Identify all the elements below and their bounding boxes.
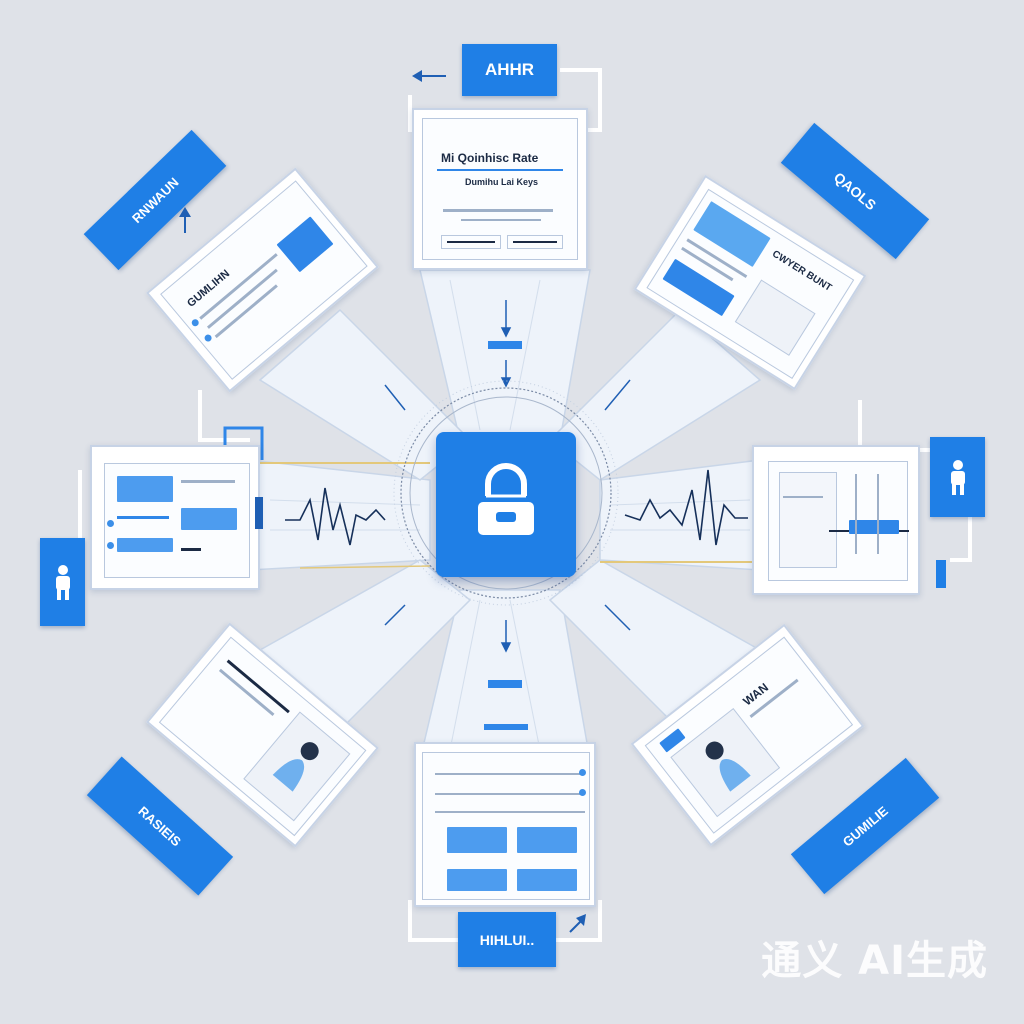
connector-band-east (599, 459, 761, 571)
arrow-icon (569, 914, 586, 933)
east-person-tag[interactable] (930, 437, 985, 517)
west-document-card[interactable] (90, 445, 260, 590)
bottom-right-label-text: GUMILIE (839, 802, 891, 850)
top-document-subtitle: Dumihu Lai Keys (465, 177, 539, 187)
top-document-title: Mi Qoinhisc Rate (441, 151, 539, 165)
east-indicator (936, 560, 946, 588)
top-label-tag[interactable]: AHHR (462, 44, 557, 96)
west-document-panel (104, 463, 250, 578)
top-right-label-text: QAOLS (830, 168, 880, 214)
arrow-icon (412, 70, 446, 82)
top-label-text: AHHR (484, 60, 535, 79)
connector-band-ne (548, 308, 762, 481)
bottom-right-document-panel: WAN (644, 636, 854, 834)
bottom-label-text: HIHLUI.. (479, 931, 535, 948)
west-indicator (255, 497, 263, 529)
person-icon (55, 565, 70, 600)
top-document-card[interactable]: Mi Qoinhisc Rate Dumihu Lai Keys (412, 108, 588, 270)
east-document-card[interactable] (752, 445, 920, 595)
connector-band-west (249, 459, 431, 571)
bottom-left-document-card[interactable] (146, 622, 379, 848)
waveform-icon (624, 469, 748, 546)
person-icon (705, 741, 751, 792)
arrow-icon (179, 207, 191, 233)
top-document-panel: Mi Qoinhisc Rate Dumihu Lai Keys (422, 118, 578, 260)
bottom-left-label-text: RASIEIS (135, 803, 185, 849)
lock-hub[interactable] (436, 432, 576, 577)
east-document-panel (768, 461, 909, 581)
west-person-tag[interactable] (40, 538, 85, 626)
bottom-document-panel (422, 752, 590, 900)
watermark-text: 通义 AI生成 (761, 938, 988, 984)
bottom-right-document-card[interactable]: WAN (630, 623, 865, 847)
bottom-label-tag[interactable]: HIHLUI.. (458, 912, 556, 967)
top-left-document-title: GUMLIHN (185, 267, 233, 310)
bottom-document-card[interactable] (414, 742, 596, 907)
waveform-icon (285, 487, 386, 546)
person-icon (950, 460, 965, 495)
bottom-left-document-panel (158, 636, 367, 837)
lock-icon (478, 463, 534, 535)
person-icon (272, 742, 319, 792)
top-right-document-title: CWYER BUNT (770, 248, 834, 294)
